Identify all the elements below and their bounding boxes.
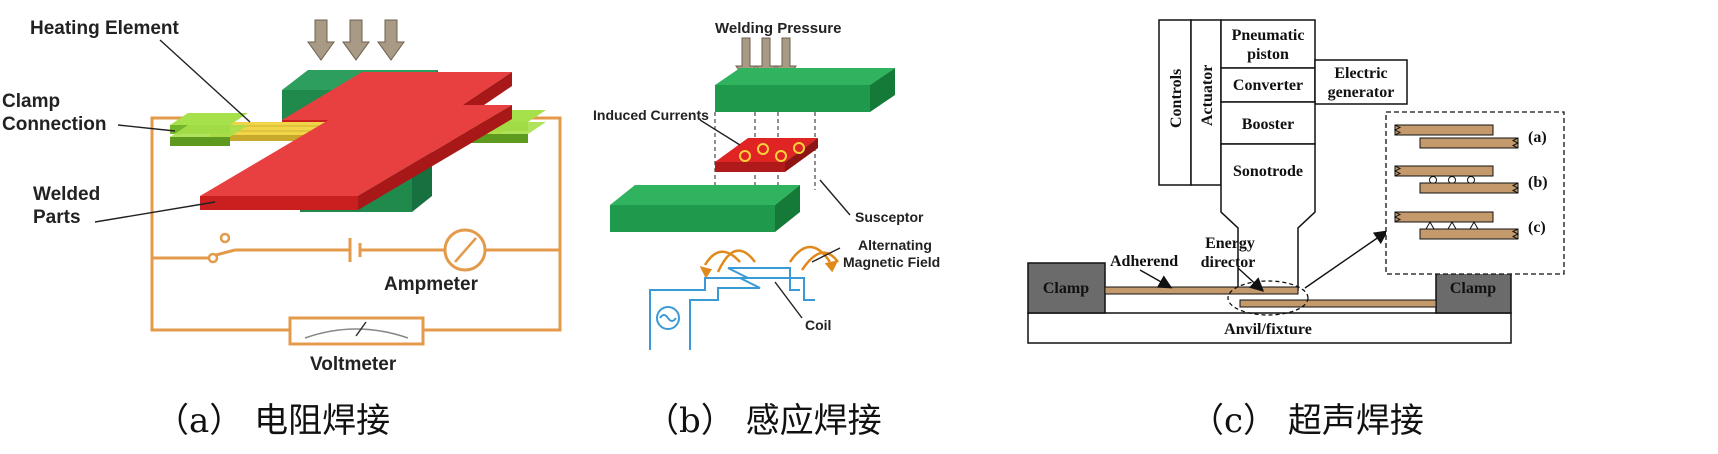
left-clamp-c [1027, 262, 1106, 314]
electric-generator-box [1314, 59, 1408, 105]
label-alternating-line1: Alternating [858, 237, 932, 253]
label-booster: Booster [1242, 116, 1294, 133]
caption-c: （c） 超声焊接 [1190, 401, 1424, 441]
label-pneumatic-line2: piston [1247, 46, 1289, 63]
battery-icon [348, 238, 362, 262]
label-electric-line2: generator [1328, 84, 1395, 101]
label-electric-line1: Electric [1334, 65, 1387, 82]
label-alternating-line2: Magnetic Field [843, 254, 940, 270]
label-energy-line1: Energy [1205, 235, 1255, 252]
label-susceptor: Susceptor [855, 209, 924, 225]
lower-plate [610, 185, 800, 232]
anvil-fixture [1027, 312, 1512, 344]
label-welded-line1: Welded [33, 184, 100, 205]
label-induced-currents: Induced Currents [593, 107, 709, 123]
label-sonotrode: Sonotrode [1233, 163, 1303, 180]
panel-b: Welding Pressure [593, 20, 940, 441]
label-energy-line2: director [1201, 254, 1256, 271]
left-clamp [170, 113, 248, 146]
upper-plate [715, 68, 895, 112]
panel-a: Heating Element Clamp Connection Welded … [2, 18, 562, 441]
caption-a: （a） 电阻焊接 [155, 401, 390, 441]
label-clamp-line2: Connection [2, 114, 107, 135]
label-variant-c: (c) [1528, 219, 1546, 236]
label-coil: Coil [805, 317, 831, 333]
variant-c [1393, 211, 1520, 240]
pressure-arrows [307, 19, 405, 61]
label-variant-b: (b) [1528, 174, 1548, 191]
coil [649, 267, 815, 350]
lower-welded-part [200, 105, 512, 210]
lower-adherend [1239, 299, 1437, 308]
label-actuator: Actuator [1199, 65, 1216, 126]
label-ampmeter: Ampmeter [384, 274, 479, 295]
label-adherend: Adherend [1110, 253, 1178, 270]
variant-b [1393, 165, 1520, 194]
variant-a [1393, 124, 1520, 149]
voltmeter-icon [288, 316, 425, 346]
label-converter: Converter [1233, 77, 1303, 94]
label-voltmeter: Voltmeter [310, 354, 397, 375]
label-heating-element: Heating Element [30, 18, 180, 39]
label-clamp-line1: Clamp [2, 91, 60, 112]
susceptor [715, 138, 818, 172]
pneumatic-piston-box [1220, 19, 1316, 69]
label-variant-a: (a) [1528, 129, 1547, 146]
label-controls: Controls [1168, 69, 1185, 128]
panel-c: Controls Actuator Pneumatic piston Conve… [1027, 19, 1565, 441]
label-clamp-right: Clamp [1450, 280, 1496, 297]
label-clamp-left: Clamp [1043, 280, 1089, 297]
energy-director-highlight [1227, 280, 1309, 316]
actuator-box [1190, 19, 1222, 186]
caption-b: （b） 感应焊接 [645, 401, 882, 441]
switch-icon [207, 232, 236, 264]
ammeter-icon [443, 228, 487, 272]
booster-box [1220, 101, 1316, 145]
label-welded-line2: Parts [33, 207, 81, 228]
converter-box [1220, 67, 1316, 103]
label-pneumatic-line1: Pneumatic [1232, 27, 1305, 44]
upper-adherend [1104, 286, 1299, 295]
magnetic-field-arrows [699, 245, 840, 279]
label-welding-pressure: Welding Pressure [715, 20, 841, 37]
label-anvil: Anvil/fixture [1224, 321, 1312, 338]
